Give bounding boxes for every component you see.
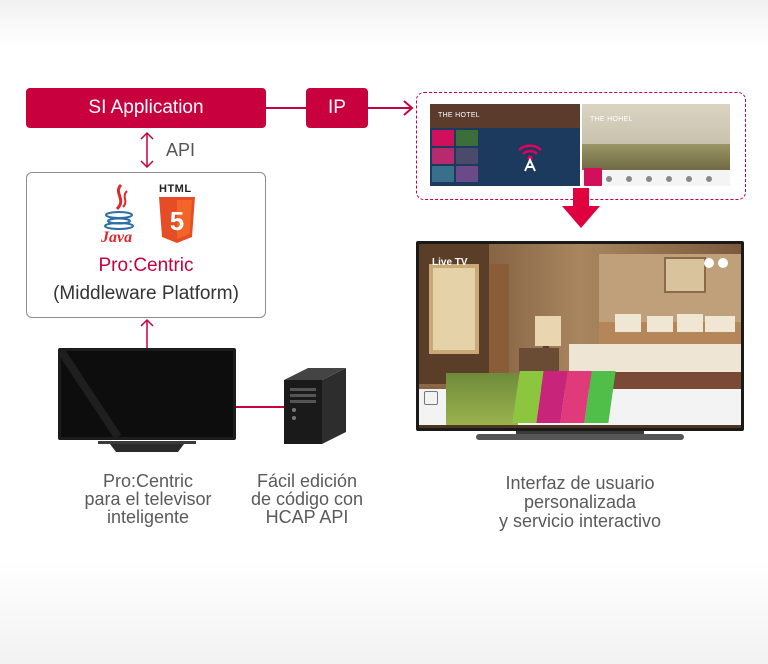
interface-caption: Interfaz de usuario personalizada y serv… [470, 474, 690, 531]
server-caption: Fácil edición de código con HCAP API [232, 472, 382, 526]
screen-header-band [430, 104, 580, 128]
ip-box: IP [306, 88, 368, 128]
si-application-box: SI Application [26, 88, 266, 128]
launcher-tile-b [626, 176, 632, 182]
interface-caption-line-2: personalizada [523, 492, 637, 512]
menu-tile-1 [432, 130, 454, 146]
screen-launcher-bar [582, 170, 730, 186]
launcher-tile-d [666, 176, 672, 182]
tv-caption-line-3: inteligente [106, 507, 190, 527]
launcher-active-tile [584, 168, 602, 186]
middleware-platform-label: (Middleware Platform) [53, 283, 239, 304]
live-tv-label: Live TV [432, 257, 468, 268]
left-screen-title: THE HOTEL [438, 112, 480, 119]
launcher-tile-c [646, 176, 652, 182]
server-caption-line-3: HCAP API [265, 507, 349, 527]
landscape-sky [582, 104, 730, 144]
tv-to-middleware-arrow [140, 318, 154, 350]
launcher-live-tile [446, 373, 518, 425]
bottom-background-band [0, 560, 768, 664]
tv-caption-line-1: Pro:Centric [102, 471, 194, 491]
launcher-tile-a [606, 176, 612, 182]
launcher-home-icon [424, 391, 438, 405]
tv-search-icon [718, 258, 728, 268]
server-image [282, 366, 348, 444]
interface-caption-line-1: Interfaz de usuario [505, 473, 655, 493]
si-application-label: SI Application [88, 97, 204, 118]
procentric-brand: Pro:Centric [98, 255, 194, 276]
menu-tile-4 [456, 148, 478, 164]
tv-caption: Pro:Centric para el televisor inteligent… [58, 472, 238, 526]
middleware-box: Java HTML 5 Pro:Centric (Middleware Plat… [26, 172, 266, 318]
menu-tile-5 [432, 166, 454, 182]
tv-caption-line-2: para el televisor [84, 489, 212, 509]
wifi-icon [516, 138, 544, 172]
java-logo-icon [99, 183, 139, 249]
server-caption-line-1: Fácil edición [256, 471, 358, 491]
java-label: Java [101, 229, 133, 246]
tv-stand-neck [516, 431, 644, 434]
launcher-tile-f [706, 176, 712, 182]
launcher-tile-e [686, 176, 692, 182]
html5-logo-icon: 5 [157, 197, 197, 243]
ip-to-screens-arrow [368, 98, 416, 118]
menu-tile-6 [456, 166, 478, 182]
server-caption-line-2: de código con [250, 489, 364, 509]
menu-tile-2 [456, 130, 478, 146]
hotel-home-screen: THE HOHEL [582, 104, 730, 186]
tv-settings-icon [704, 258, 714, 268]
interface-caption-line-3: y servicio interactivo [498, 511, 662, 531]
tv-stand-base [476, 434, 684, 440]
api-label: API [166, 140, 196, 160]
si-ip-connector [266, 107, 306, 109]
hotel-tv: Live TV [416, 241, 744, 451]
api-arrow-icon [139, 131, 155, 169]
hotel-menu-screen: THE HOTEL [430, 104, 580, 186]
html5-label: HTML [159, 183, 192, 195]
smart-tv-image [58, 348, 236, 454]
menu-tile-3 [432, 148, 454, 164]
ip-label: IP [328, 97, 346, 118]
tv-server-connector [236, 406, 286, 408]
html5-number: 5 [170, 206, 184, 236]
landscape-field [582, 144, 730, 170]
down-arrow-icon [562, 188, 600, 230]
top-background-band [0, 0, 768, 48]
right-screen-title: THE HOHEL [590, 116, 633, 123]
